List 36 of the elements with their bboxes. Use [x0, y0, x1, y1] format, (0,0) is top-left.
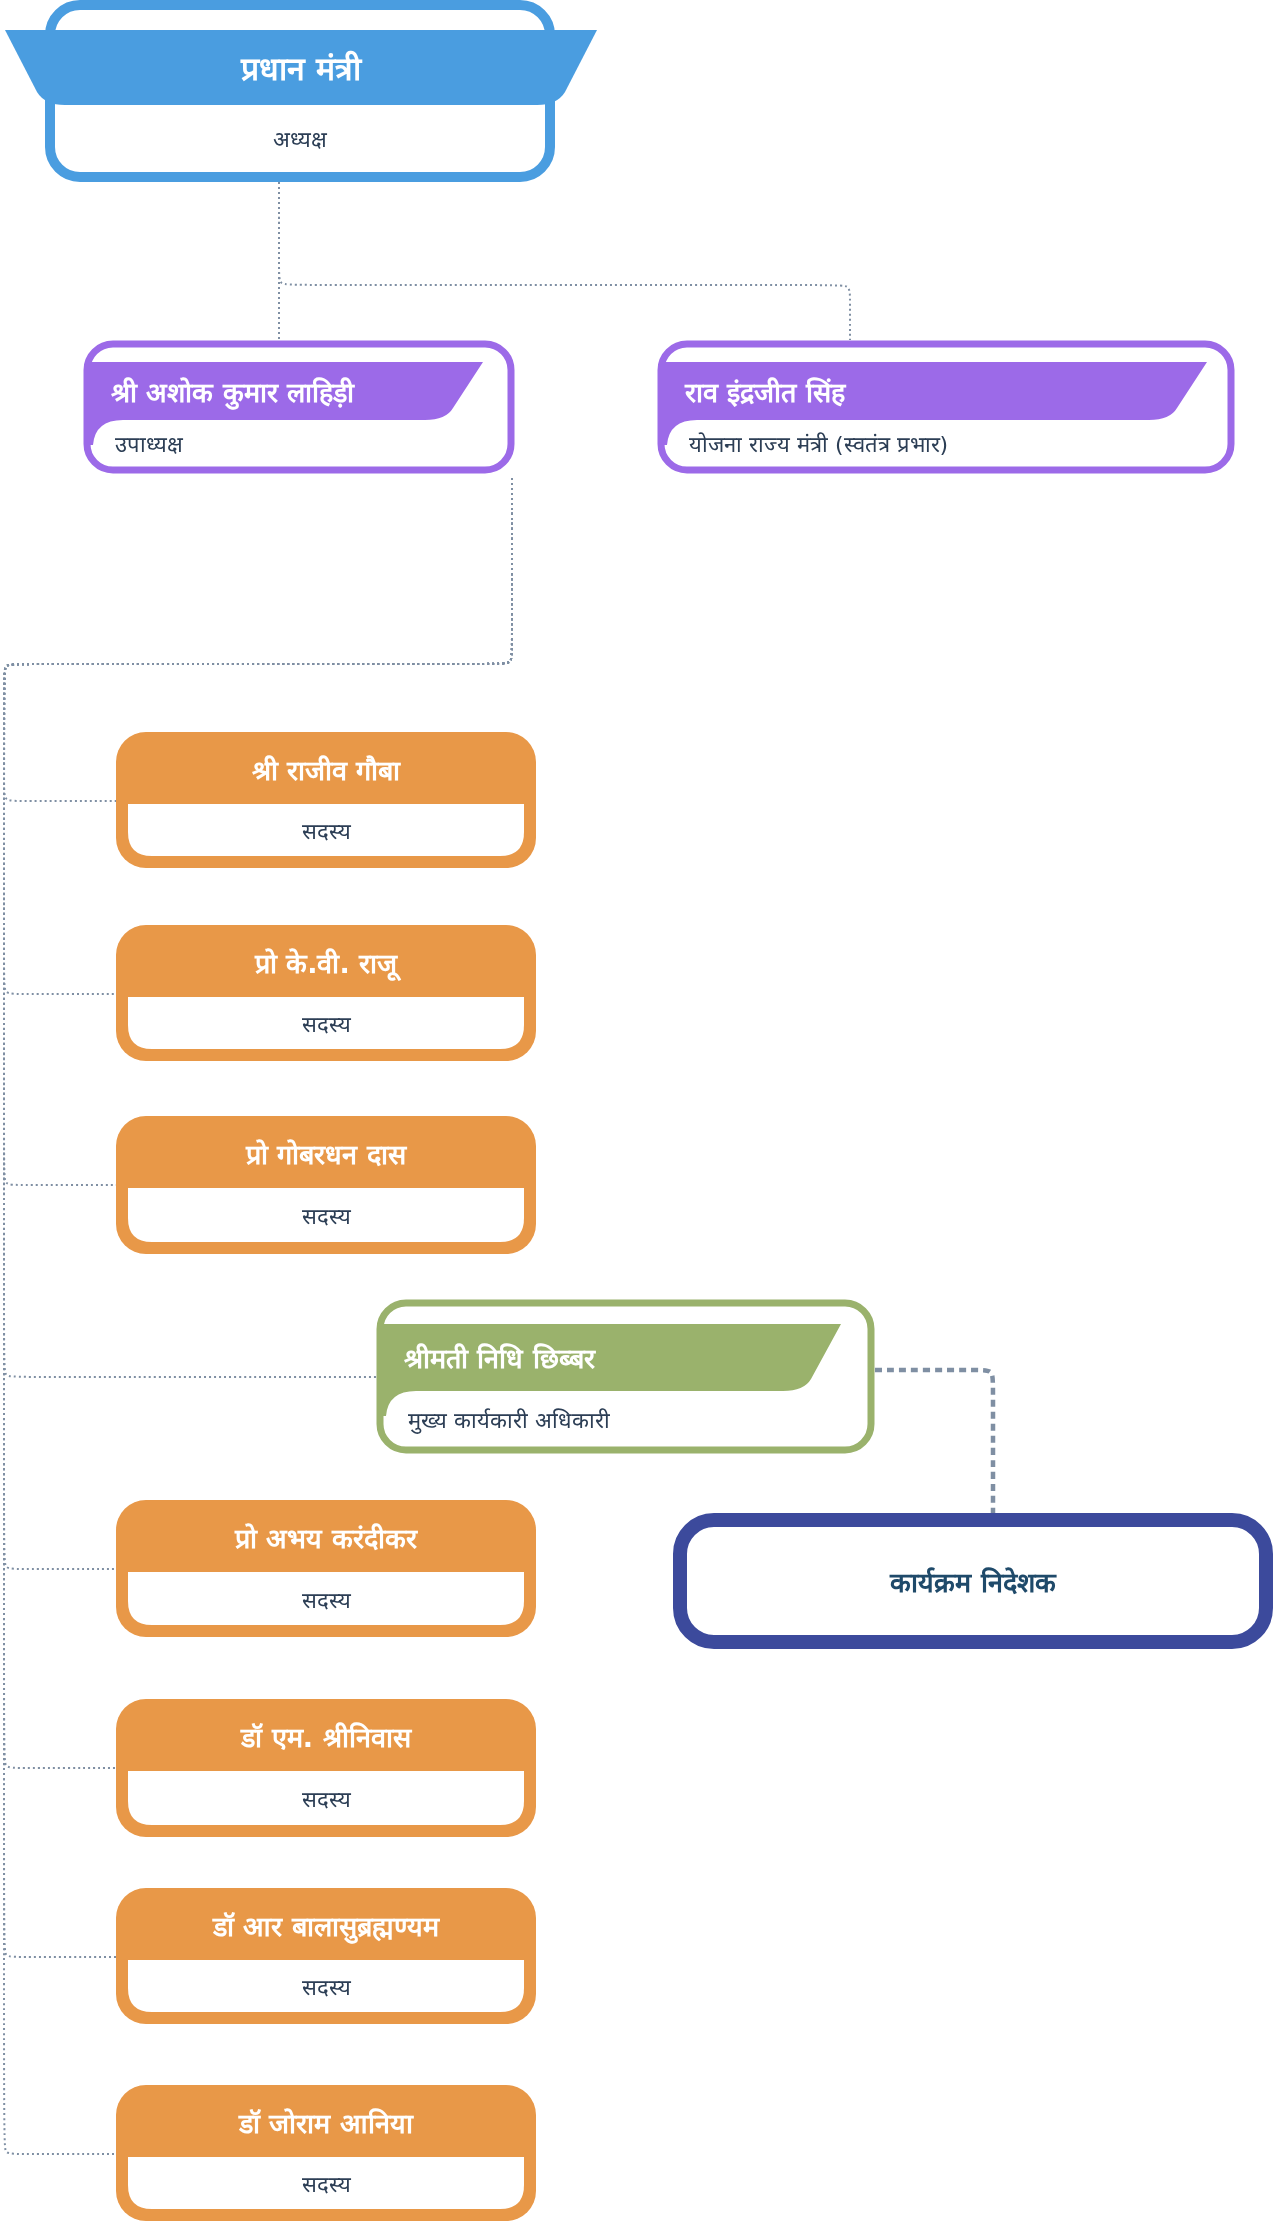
director-box [673, 1513, 1273, 1649]
role-text: योजना राज्य मंत्री (स्वतंत्र प्रभार) [689, 431, 949, 458]
role-text: उपाध्यक्ष [115, 431, 183, 458]
name-heading: प्रो गोबरधन दास [246, 1137, 406, 1172]
name-heading: प्रो अभय करंदीकर [235, 1521, 417, 1556]
member-card [116, 732, 536, 868]
name-heading: श्री अशोक कुमार लाहिड़ी [111, 375, 355, 410]
member-card [116, 2085, 536, 2221]
member-card [376, 1299, 875, 1454]
member-card [116, 925, 536, 1061]
connector-line [278, 181, 851, 341]
role-text: सदस्य [301, 1786, 351, 1813]
role-text: मुख्य कार्यकारी अधिकारी [408, 1406, 610, 1434]
member-card [116, 1500, 536, 1637]
member-card [116, 1699, 536, 1837]
role-text: सदस्य [301, 818, 351, 845]
name-heading: श्री राजीव गौबा [251, 753, 401, 788]
role-text: सदस्य [301, 1011, 351, 1038]
role-text: सदस्य [301, 2171, 351, 2198]
name-heading: डॉ एम. श्रीनिवास [241, 1720, 411, 1755]
role-text: सदस्य [301, 1586, 351, 1614]
member-card [83, 340, 515, 474]
member-card [657, 340, 1235, 474]
name-heading: डॉ जोराम आनिया [239, 2106, 413, 2141]
name-heading: श्रीमती निधि छिब्बर [404, 1342, 595, 1376]
member-card [116, 1888, 536, 2024]
role-text: सदस्य [301, 1974, 351, 2001]
chair-card [5, 0, 597, 182]
title-heading: कार्यक्रम निदेशक [890, 1565, 1056, 1600]
name-heading: डॉ आर बालासुब्रह्मण्यम [213, 1909, 439, 1944]
connector-line [875, 1367, 996, 1513]
role-text: अध्यक्ष [273, 126, 327, 153]
name-heading: राव इंद्रजीत सिंह [685, 375, 845, 410]
member-card [116, 1116, 536, 1254]
title-heading: प्रधान मंत्री [240, 49, 362, 89]
role-text: सदस्य [301, 1203, 351, 1230]
